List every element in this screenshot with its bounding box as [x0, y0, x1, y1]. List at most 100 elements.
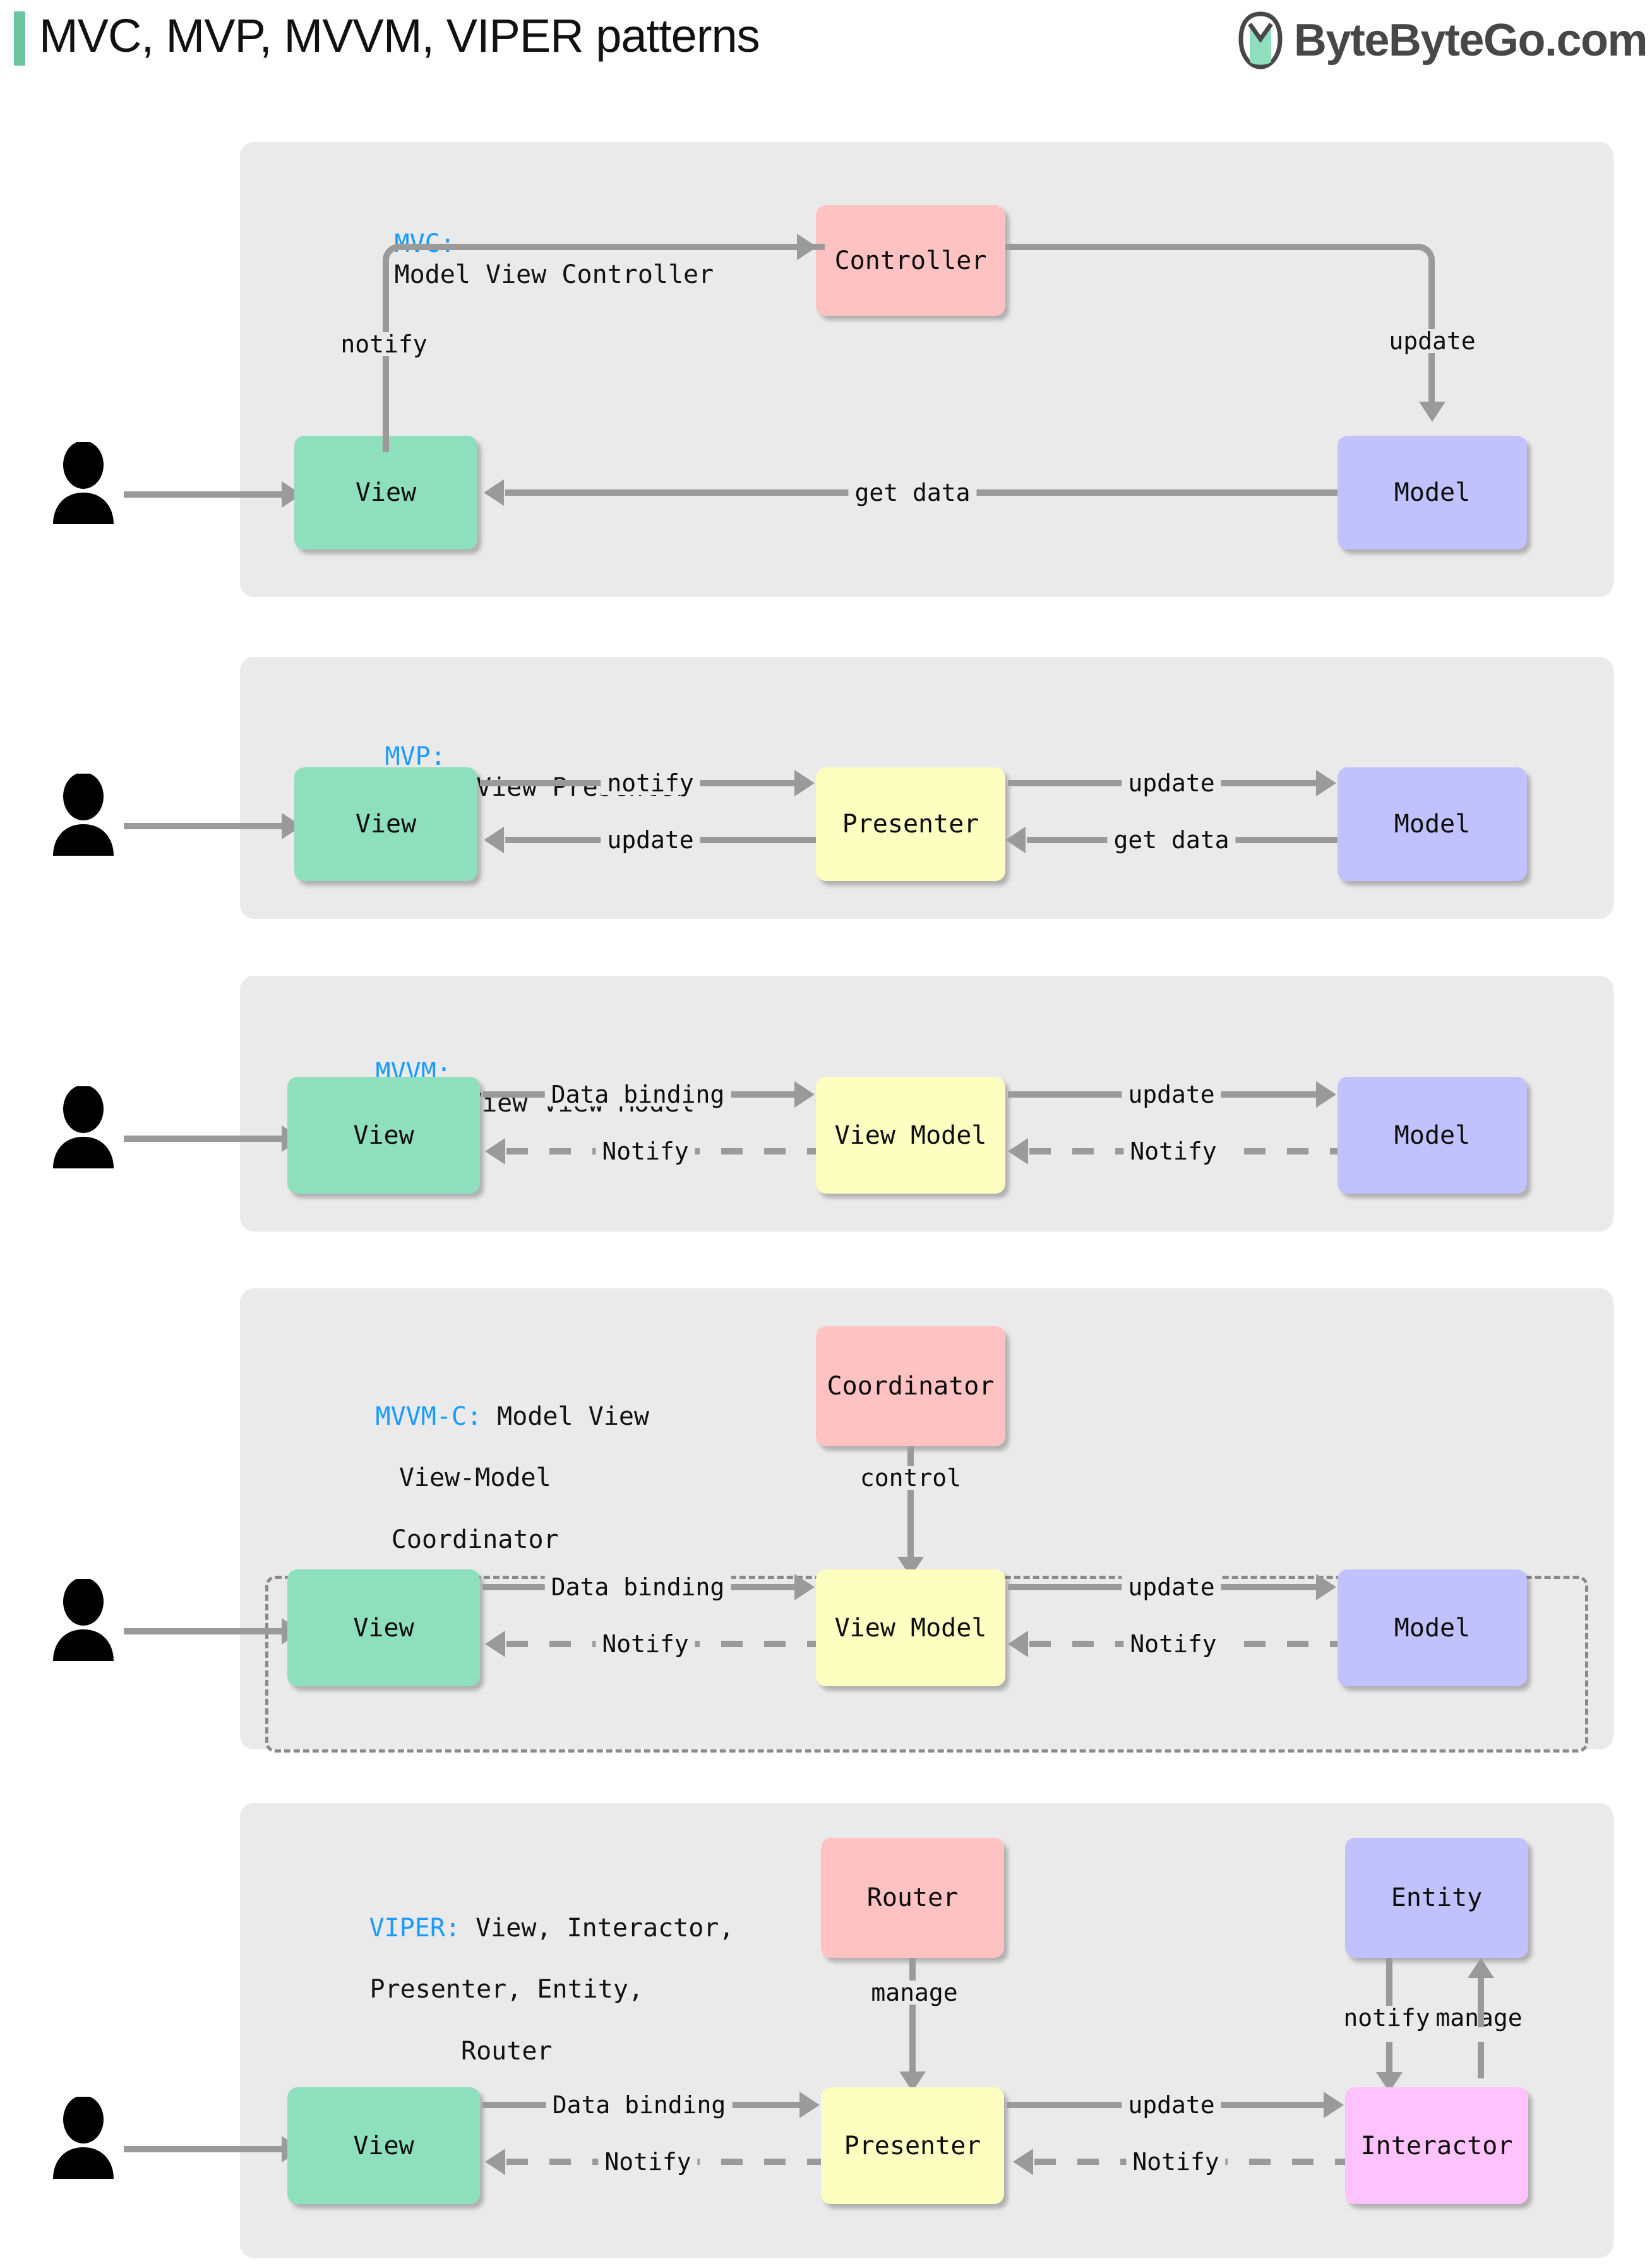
edge-label-update-mvvmc: update — [1122, 1575, 1221, 1599]
node-view-mvc[interactable]: View — [294, 436, 477, 549]
page-header: MVC, MVP, MVVM, VIPER patterns ByteByteG… — [0, 0, 1652, 95]
arrowhead-get-data-mvp — [1005, 827, 1026, 853]
actor-user-mvp — [49, 772, 117, 856]
user-icon — [53, 772, 114, 856]
node-entity-viper[interactable]: Entity — [1345, 1838, 1528, 1958]
arrowhead-update-mvvm — [1316, 1081, 1336, 1108]
edge-label-control-mvvmc: control — [853, 1466, 968, 1490]
bytebytego-leaf-icon — [1238, 11, 1283, 69]
section-viper-key: VIPER: — [369, 1913, 476, 1943]
user-icon — [53, 1578, 114, 1661]
edge-user-to-view-mvvmc — [124, 1628, 282, 1634]
brand-logo-group: ByteByteGo.com — [1236, 11, 1648, 69]
edge-manage-router-lower-viper — [909, 2021, 916, 2078]
section-mvvmc-expansion-3: Coordinator — [391, 1525, 559, 1554]
arrowhead-notify-right-mvvm — [1008, 1138, 1028, 1165]
arrowhead-notify-left-mvvmc — [485, 1631, 505, 1657]
title-accent-bar — [14, 11, 25, 66]
arrowhead-data-binding-viper — [799, 2092, 820, 2118]
arrowhead-notify-left-mvvm — [485, 1138, 505, 1165]
node-presenter-mvp[interactable]: Presenter — [816, 767, 1005, 881]
node-view-model-mvvmc[interactable]: View Model — [816, 1569, 1005, 1686]
edge-notify-entity-viper — [1386, 1958, 1392, 2027]
section-viper-expansion-1: View, Interactor, — [476, 1913, 734, 1943]
edge-label-data-binding-mvvm: Data binding — [544, 1082, 731, 1106]
edge-label-data-binding-viper: Data binding — [546, 2093, 733, 2117]
node-model-mvp[interactable]: Model — [1338, 767, 1527, 881]
node-view-viper[interactable]: View — [287, 2087, 480, 2204]
arrowhead-notify-right-viper — [1013, 2149, 1033, 2175]
section-mvvmc-key: MVVM-C: — [375, 1401, 498, 1431]
node-router-viper[interactable]: Router — [821, 1838, 1004, 1958]
node-coordinator-mvvmc[interactable]: Coordinator — [816, 1326, 1005, 1446]
edge-label-update-left-mvp: update — [601, 828, 700, 852]
edge-notify-entity-lower-viper — [1386, 2042, 1392, 2078]
arrowhead-notify-right-mvvmc — [1008, 1631, 1028, 1657]
node-interactor-viper[interactable]: Interactor — [1345, 2087, 1528, 2204]
node-model-mvc[interactable]: Model — [1338, 436, 1527, 549]
arrowhead-notify-mvc — [797, 234, 817, 260]
arrowhead-update-mvc — [1419, 402, 1446, 422]
edge-label-notify-mvc: notify — [334, 332, 434, 356]
edge-label-notify-left-mvvmc: Notify — [596, 1632, 695, 1656]
user-icon — [53, 1085, 114, 1168]
user-icon — [53, 441, 114, 524]
section-viper-expansion-2: Presenter, Entity, — [369, 1975, 643, 2005]
section-mvvmc-expansion-1: Model View — [497, 1401, 649, 1431]
arrowhead-update-left-mvp — [484, 827, 504, 853]
edge-label-notify-entity-viper: notify — [1337, 2006, 1437, 2030]
node-view-mvvm[interactable]: View — [287, 1077, 480, 1194]
edge-manage-entity-viper — [1478, 1978, 1484, 2027]
section-mvc-key: MVC: — [394, 229, 470, 258]
edge-label-notify-left-mvvm: Notify — [596, 1139, 695, 1163]
section-viper-label: VIPER: View, Interactor, Presenter, Enti… — [278, 1882, 734, 2098]
edge-label-update-mvc: update — [1382, 329, 1482, 353]
node-view-mvp[interactable]: View — [294, 767, 477, 881]
edge-control-lower-mvvmc — [907, 1506, 914, 1563]
node-view-model-mvvm[interactable]: View Model — [816, 1077, 1005, 1194]
edge-label-get-data-mvc: get data — [848, 481, 977, 505]
section-mvvmc-expansion-2: View-Model — [398, 1463, 551, 1493]
section-mvp-key: MVP: — [385, 741, 461, 771]
edge-label-update-mvvm: update — [1122, 1082, 1221, 1106]
node-presenter-viper[interactable]: Presenter — [821, 2087, 1004, 2204]
edge-user-to-view-viper — [124, 2146, 282, 2152]
edge-label-update-viper: update — [1122, 2093, 1221, 2117]
edge-label-notify-right-mvvmc: Notify — [1123, 1632, 1223, 1656]
section-mvvmc-label: MVVM-C: Model View View-Model Coordinato… — [284, 1370, 649, 1586]
actor-user-mvc — [49, 441, 117, 524]
edge-label-notify-mvp: notify — [601, 771, 700, 795]
section-mvc-label: MVC: Model View Controller — [303, 198, 714, 321]
arrowhead-manage-entity-viper — [1468, 1958, 1494, 1978]
node-controller-mvc[interactable]: Controller — [816, 205, 1005, 316]
arrowhead-data-binding-mvvm — [794, 1081, 815, 1108]
edge-user-to-view-mvvm — [124, 1136, 282, 1142]
edge-label-get-data-mvp: get data — [1107, 828, 1236, 852]
actor-user-mvvm — [49, 1085, 117, 1168]
edge-label-data-binding-mvvmc: Data binding — [544, 1575, 731, 1599]
page-title: MVC, MVP, MVVM, VIPER patterns — [39, 9, 760, 62]
edge-label-manage-router-viper: manage — [865, 1981, 964, 2005]
brand-name: ByteByteGo.com — [1293, 15, 1648, 66]
arrowhead-update-mvvmc — [1316, 1574, 1336, 1600]
arrowhead-get-data-mvc — [484, 479, 504, 506]
edge-update-mvc — [1005, 244, 1435, 402]
edge-user-to-view-mvc — [124, 491, 282, 498]
section-viper-expansion-3: Router — [461, 2036, 553, 2066]
node-model-mvvmc[interactable]: Model — [1338, 1569, 1527, 1686]
edge-label-notify-right-viper: Notify — [1126, 2150, 1226, 2174]
user-icon — [53, 2095, 114, 2179]
arrowhead-update-viper — [1324, 2092, 1344, 2118]
node-model-mvvm[interactable]: Model — [1338, 1077, 1527, 1194]
actor-user-viper — [49, 2095, 117, 2179]
arrowhead-notify-mvp — [794, 770, 815, 796]
edge-label-notify-right-mvvm: Notify — [1123, 1139, 1223, 1163]
node-view-mvvmc[interactable]: View — [287, 1569, 480, 1686]
edge-label-notify-left-viper: Notify — [598, 2150, 698, 2174]
edge-user-to-view-mvp — [124, 823, 282, 829]
edge-manage-entity-lower-viper — [1478, 2042, 1484, 2078]
arrowhead-notify-left-viper — [485, 2149, 505, 2175]
edge-notify-mvc — [383, 244, 825, 452]
arrowhead-data-binding-mvvmc — [794, 1574, 815, 1600]
